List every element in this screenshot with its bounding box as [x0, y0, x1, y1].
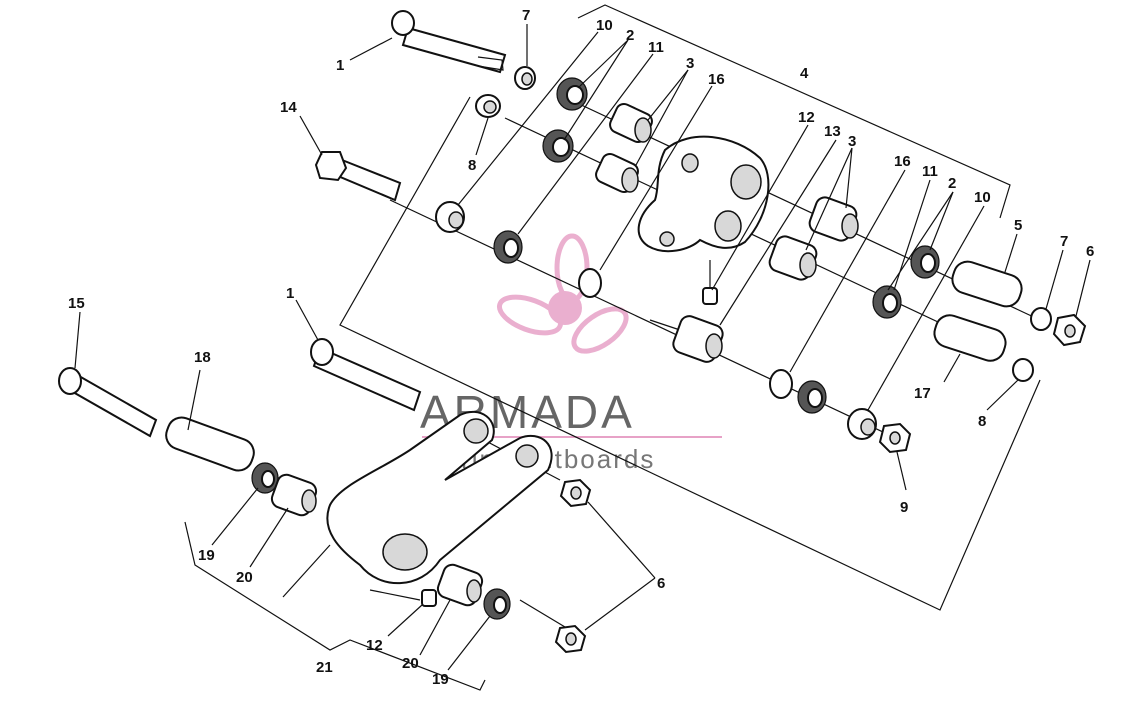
callout-12-top: 12 — [798, 109, 815, 126]
callout-7-right: 7 — [1060, 233, 1068, 250]
callout-10-right: 10 — [974, 189, 991, 206]
top-washer-7 — [514, 66, 536, 90]
callout-3-top: 3 — [686, 55, 694, 72]
grease-nipple-12-top — [702, 260, 718, 305]
spacer-8-right — [1012, 358, 1034, 382]
callout-12-bottom: 12 — [366, 637, 383, 654]
bushing-3-right-a — [808, 196, 859, 242]
grease-nipple-12-bottom — [421, 589, 437, 607]
top-seal-2b — [542, 129, 574, 163]
bushing-20-bottom — [436, 563, 484, 607]
callout-18: 18 — [194, 349, 211, 366]
callout-5: 5 — [1014, 217, 1022, 234]
callout-4: 4 — [800, 65, 809, 82]
callout-8-right: 8 — [978, 413, 986, 430]
bushing-3-right-b — [768, 235, 818, 281]
seal-19-left — [251, 462, 279, 494]
callout-11-right: 11 — [922, 163, 938, 180]
circlip-16-right — [769, 369, 793, 399]
washer-7-right — [1030, 307, 1052, 331]
callout-11-top: 11 — [648, 39, 664, 56]
nut-6-right — [1052, 313, 1087, 347]
top-bushing-3a — [609, 103, 653, 143]
callout-2-right: 2 — [948, 175, 956, 192]
circlip-left — [578, 268, 602, 298]
nut-9 — [878, 422, 912, 454]
spacer-left — [435, 201, 465, 233]
spacer-10-right — [847, 408, 877, 440]
top-bolt-1 — [391, 10, 507, 74]
sleeve-17 — [933, 314, 1007, 362]
callout-20-bottom: 20 — [402, 655, 419, 672]
seal-left — [493, 230, 523, 264]
callout-2-top: 2 — [626, 27, 634, 44]
callout-13: 13 — [824, 123, 841, 140]
leader-lines — [74, 24, 1091, 671]
callout-10-top: 10 — [596, 17, 613, 34]
link-arm-21 — [326, 410, 553, 585]
callout-1-top: 1 — [336, 57, 344, 74]
seal-2-right-a — [910, 245, 940, 279]
seal-11-right — [797, 380, 827, 414]
link-housing-4 — [637, 135, 770, 253]
callout-9: 9 — [900, 499, 908, 516]
bolt-1-mid — [310, 338, 422, 412]
callout-1-mid: 1 — [286, 285, 294, 302]
callout-20-left: 20 — [236, 569, 253, 586]
nut-6-bottom — [554, 624, 587, 654]
bolt-15 — [58, 367, 158, 438]
top-bushing-3b — [595, 153, 639, 193]
callout-7-top: 7 — [522, 7, 530, 24]
callout-19-left: 19 — [198, 547, 215, 564]
callout-17: 17 — [914, 385, 931, 402]
callout-8-left: 8 — [468, 157, 476, 174]
callout-6-right: 6 — [1086, 243, 1094, 260]
callout-21: 21 — [316, 659, 333, 676]
bushing-20-left — [270, 473, 318, 517]
callout-14: 14 — [280, 99, 297, 116]
seal-19-bottom — [483, 588, 511, 620]
top-seal-2a — [556, 77, 588, 111]
sleeve-18 — [165, 416, 255, 472]
sleeve-5 — [951, 260, 1023, 308]
seal-right-b — [872, 285, 902, 319]
nut-6-mid — [559, 478, 592, 508]
callout-3-right: 3 — [848, 133, 856, 150]
callout-labels: 1 7 10 2 11 3 16 4 14 8 12 13 3 16 11 2 … — [68, 7, 1094, 688]
callout-16-right: 16 — [894, 153, 911, 170]
callout-15: 15 — [68, 295, 85, 312]
callout-19-bottom: 19 — [432, 671, 449, 688]
bushing-mid — [672, 315, 724, 363]
propeller-logo-icon — [496, 233, 629, 354]
top-spacer-8 — [475, 94, 501, 118]
callout-6-bottom: 6 — [657, 575, 665, 592]
bolt-14 — [314, 151, 402, 202]
callout-16-top: 16 — [708, 71, 725, 88]
